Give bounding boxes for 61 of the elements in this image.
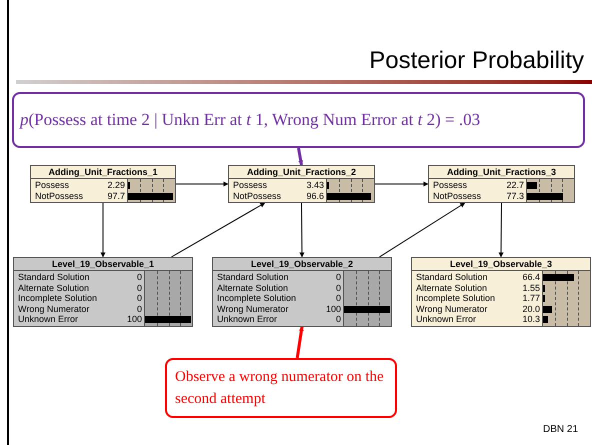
state-value: 0: [336, 272, 341, 282]
state-name: Wrong Numerator: [416, 304, 488, 314]
state-name: Alternate Solution: [416, 282, 488, 293]
state-name: NotPossess: [433, 190, 482, 201]
arrow: [100, 202, 106, 258]
state-value: 0: [136, 293, 142, 304]
state-name: Standard Solution: [18, 272, 90, 282]
network-node: [212, 257, 392, 326]
network-node: [428, 165, 575, 203]
state-value: 20.0: [522, 304, 540, 314]
state-value: 22.7: [506, 180, 524, 190]
state-value: 77.3: [506, 190, 524, 201]
state-value: 66.4: [522, 272, 540, 282]
network-node: [13, 257, 193, 326]
arrow: [296, 326, 304, 358]
arrow: [297, 148, 304, 166]
state-name: Unknown Error: [416, 314, 476, 324]
arrow: [498, 202, 504, 258]
state-value: 97.7: [107, 190, 125, 201]
state-name: NotPossess: [35, 190, 84, 201]
state-name: NotPossess: [233, 190, 282, 201]
state-value: 1.55: [522, 282, 540, 293]
state-value: 100: [326, 304, 341, 314]
state-name: Standard Solution: [217, 272, 289, 282]
state-name: Alternate Solution: [217, 282, 288, 293]
state-name: Standard Solution: [416, 272, 488, 282]
network-node: [228, 165, 375, 203]
arrow: [378, 202, 466, 258]
arrow: [170, 202, 266, 258]
network-node: [411, 257, 591, 326]
slide-title: Posterior Probability: [369, 46, 584, 76]
network-node: [30, 165, 176, 203]
state-name: Incomplete Solution: [217, 293, 296, 304]
state-value: 0: [336, 282, 341, 293]
arrow: [299, 202, 304, 258]
state-name: Wrong Numerator: [18, 304, 90, 314]
state-value: 10.3: [522, 314, 540, 324]
state-value: 0: [136, 272, 142, 282]
state-value: 96.6: [306, 190, 324, 201]
state-value: 0: [136, 304, 142, 314]
state-name: Unknown Error: [18, 314, 78, 324]
callout-box: Observe a wrong numerator on the second attempt: [165, 358, 397, 418]
slide-number: DBN 21: [542, 423, 578, 437]
state-value: 0: [336, 293, 341, 304]
state-name: Possess: [433, 180, 468, 190]
arrow: [176, 182, 228, 186]
state-name: Unknown Error: [217, 314, 278, 324]
state-name: Possess: [35, 180, 70, 190]
arrow: [374, 182, 428, 186]
state-name: Incomplete Solution: [18, 293, 98, 304]
state-value: 100: [126, 314, 142, 324]
state-value: 3.43: [306, 180, 324, 190]
state-value: 0: [336, 314, 341, 324]
state-name: Alternate Solution: [18, 282, 90, 293]
state-name: Possess: [233, 180, 268, 190]
callout-box: p(Possess at time 2 | Unkn Err at t 1, Wrong Num Error at t 2) = .03: [12, 92, 585, 148]
state-value: 2.29: [107, 180, 125, 190]
state-value: 1.77: [522, 293, 540, 304]
state-name: Wrong Numerator: [217, 304, 288, 314]
state-value: 0: [136, 282, 142, 293]
state-name: Incomplete Solution: [416, 293, 496, 304]
